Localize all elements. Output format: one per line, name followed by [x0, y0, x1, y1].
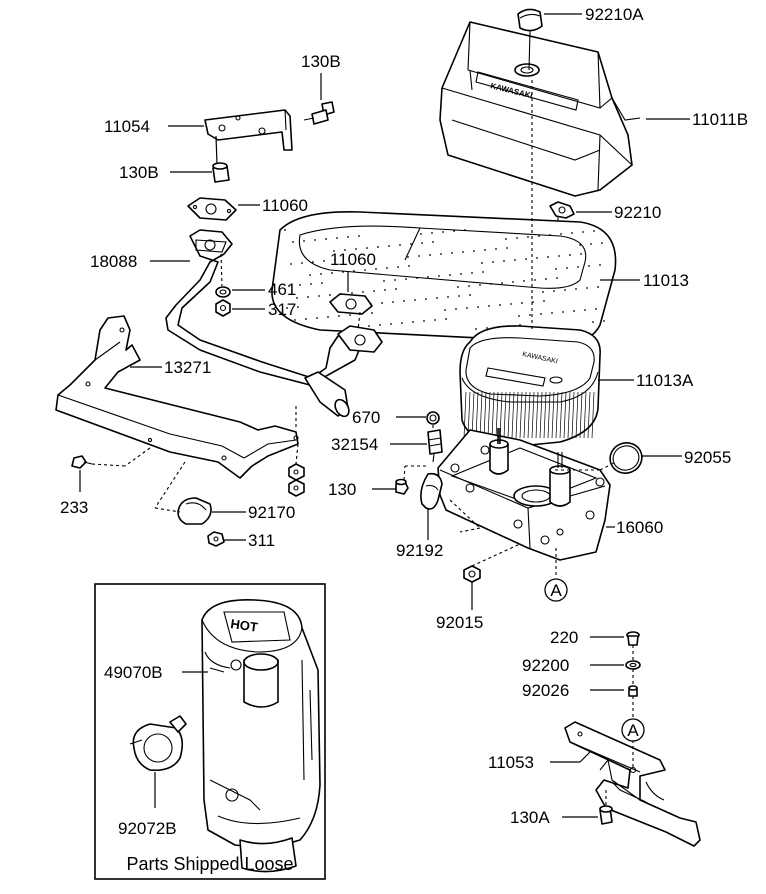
gasket-11060-a: [187, 197, 237, 221]
part-labels: 92210A 11011B 130B 11054 130B 11060 1808…: [60, 5, 748, 874]
bolt-130: [395, 478, 409, 495]
label-92192: 92192: [396, 541, 443, 560]
label-49070B: 49070B: [104, 663, 163, 682]
label-92072B: 92072B: [118, 819, 177, 838]
o-ring-670: [426, 411, 440, 425]
ref-a-bottom-label: A: [627, 721, 639, 740]
element-11013A: KAWASAKI: [459, 325, 601, 447]
muffler-hot-text: HOT: [230, 616, 259, 635]
label-18088: 18088: [90, 252, 137, 271]
label-130B-left: 130B: [119, 163, 159, 182]
label-92055: 92055: [684, 448, 731, 467]
washer-461: [215, 286, 231, 298]
label-317: 317: [268, 300, 296, 319]
label-130: 130: [328, 480, 356, 499]
bolt-233: [71, 455, 93, 469]
label-130B-top: 130B: [301, 52, 341, 71]
label-11013: 11013: [643, 271, 689, 290]
label-11054: 11054: [104, 117, 150, 136]
nut-shield-2: [288, 479, 305, 497]
label-11053: 11053: [488, 753, 534, 772]
label-311: 311: [248, 531, 275, 550]
base-16060: [437, 428, 611, 561]
box-caption: Parts Shipped Loose: [126, 854, 293, 874]
label-461: 461: [268, 280, 296, 299]
leader-lines: [79, 13, 690, 818]
label-11011B: 11011B: [692, 110, 748, 129]
exhaust-pipe-18088: [165, 229, 383, 418]
bolt-130A: [599, 805, 613, 825]
reference-a-top: A: [544, 578, 568, 602]
pre-cleaner-11013: [271, 211, 617, 344]
air-cleaner-cover: KAWASAKI: [439, 21, 641, 197]
bracket-11053: [564, 721, 701, 847]
label-233: 233: [60, 498, 88, 517]
label-130A: 130A: [510, 808, 550, 827]
foam-texture: [284, 229, 605, 330]
element-pleats: [463, 391, 595, 439]
o-ring-92055: [609, 442, 643, 474]
parts-shipped-loose-box: HOT: [94, 583, 326, 880]
label-11013A: 11013A: [636, 371, 694, 390]
label-32154: 32154: [331, 435, 378, 454]
nut-shield-1: [288, 463, 305, 481]
reference-a-bottom: A: [621, 718, 645, 742]
gasket-11060-b: [329, 293, 373, 315]
label-92210: 92210: [614, 203, 661, 222]
fitting-32154: [427, 429, 443, 463]
collar-92026: [628, 685, 638, 697]
label-92170: 92170: [248, 503, 295, 522]
label-92210A: 92210A: [585, 5, 644, 24]
label-16060: 16060: [616, 518, 663, 537]
hose-92192: [420, 472, 443, 510]
label-92015: 92015: [436, 613, 483, 632]
nut-311: [207, 531, 225, 547]
label-220: 220: [550, 628, 578, 647]
screw-220: [626, 631, 640, 646]
nut-317: [215, 299, 231, 317]
heat-shield-13271: [55, 315, 299, 479]
knob-92210A: [517, 8, 543, 71]
label-11060-b: 11060: [330, 250, 376, 269]
label-670: 670: [352, 408, 380, 427]
label-92026: 92026: [522, 681, 569, 700]
label-13271: 13271: [164, 358, 211, 377]
label-11060-a: 11060: [262, 196, 308, 215]
bracket-11054: [204, 109, 293, 151]
bolt-92015: [463, 565, 481, 583]
label-92200: 92200: [522, 656, 569, 675]
clamp-92170: [177, 497, 212, 525]
bolt-130B-top: [303, 101, 335, 125]
clamp-92072B: [129, 715, 187, 772]
bolt-130B-left: [212, 162, 230, 183]
washer-92200: [625, 660, 641, 670]
ref-a-top-label: A: [550, 581, 562, 600]
